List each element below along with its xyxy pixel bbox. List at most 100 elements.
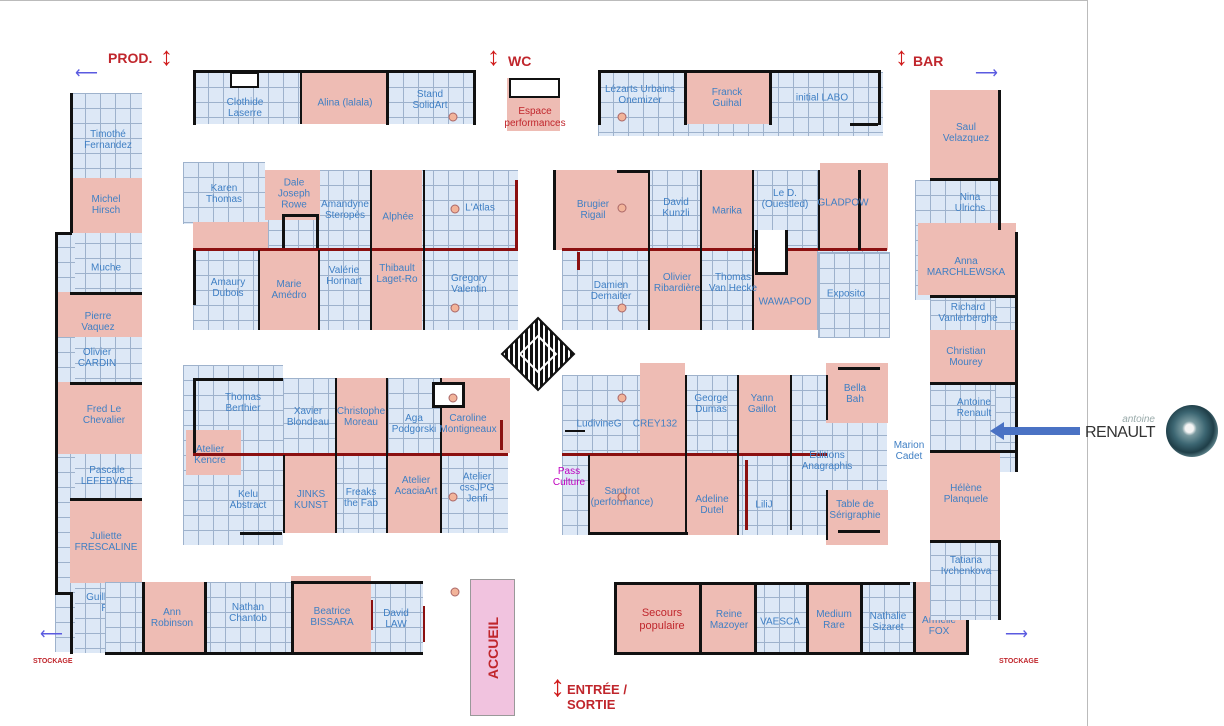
- wall: [562, 248, 887, 251]
- booth-label: Anna MARCHLEWSKA: [926, 256, 1006, 278]
- brand-wordmark: antoine RENAULT: [1082, 415, 1156, 441]
- left-arrow-icon: ⟵: [75, 65, 98, 82]
- booth-label: GLADPOW: [817, 197, 869, 209]
- booth-highlight: [702, 170, 752, 250]
- booth-karen-thomas: [183, 162, 265, 224]
- booth-highlight: [553, 170, 648, 250]
- left-arrow-icon: ⟵: [40, 626, 63, 643]
- booth-label: Thibault Laget-Ro: [376, 263, 418, 285]
- wc-label: WC: [508, 53, 532, 69]
- booth-label: initial LABO: [795, 92, 849, 104]
- booth-label: Sandrot (performance): [590, 486, 654, 508]
- booth-highlight: [826, 363, 888, 423]
- power-outlet-icon: [617, 203, 627, 213]
- booth-label: Dale Joseph Rowe: [277, 177, 311, 211]
- booth-label: Juliette FRESCALINE: [74, 531, 138, 553]
- booth-label: Alina (lalala): [317, 97, 373, 109]
- booth-label: Caroline Montigneaux: [439, 413, 497, 435]
- power-outlet-icon: [448, 393, 458, 403]
- power-outlet-icon: [448, 112, 458, 122]
- pointer-arrow-icon: [990, 422, 1080, 440]
- booth-label: Ann Robinson: [150, 607, 194, 629]
- wall: [562, 453, 827, 456]
- booth-label: LiliJ: [755, 499, 773, 511]
- wall: [818, 170, 820, 250]
- wall: [930, 450, 1018, 453]
- booth-label: Beatrice BISSARA: [310, 606, 354, 628]
- wall: [598, 70, 601, 125]
- booth-label: Hélène Planquele: [943, 483, 989, 505]
- booth-highlight: [56, 382, 142, 454]
- wall: [858, 170, 861, 250]
- wall: [790, 375, 792, 530]
- wall: [291, 582, 294, 654]
- booth-label: Thomas Van Hecke: [708, 272, 758, 294]
- booth-highlight: [930, 330, 1018, 382]
- power-outlet-icon: [617, 492, 627, 502]
- booth-label: Xavier Blondeau: [286, 406, 330, 428]
- booth-highlight: [820, 163, 888, 250]
- wall: [588, 532, 688, 535]
- booth-label: Pass Culture: [552, 466, 586, 488]
- booth-label: Medium Rare: [816, 609, 852, 631]
- booth-label: Pascale LEFEBVRE: [80, 465, 134, 487]
- booth-label: Stand SolidArt: [412, 89, 448, 111]
- booth-highlight: [336, 378, 386, 453]
- wall: [193, 70, 473, 73]
- wall: [598, 70, 880, 73]
- booth-label: Valérie Honnart: [326, 265, 362, 287]
- booth-highlight: [193, 222, 268, 250]
- wall: [386, 378, 388, 533]
- wall: [565, 430, 585, 432]
- up-down-arrow-icon: ↕: [487, 41, 500, 71]
- booth-highlight: [388, 455, 440, 533]
- wall: [386, 70, 389, 125]
- booth-label: Damien Demaiter: [590, 280, 632, 302]
- booth-label: Pierre Vaquez: [81, 311, 115, 333]
- wall: [745, 460, 748, 530]
- entree-sortie-label: ENTRÉE / SORTIE: [567, 682, 627, 712]
- booth-highlight: [291, 576, 371, 654]
- wall: [878, 70, 881, 125]
- wall: [614, 652, 969, 655]
- booth-label: Armelle FOX: [922, 615, 956, 637]
- power-outlet-icon: [448, 492, 458, 502]
- wall: [193, 378, 196, 453]
- wall: [614, 582, 617, 654]
- wall: [423, 606, 425, 642]
- prod-label: PROD.: [108, 50, 153, 66]
- wall: [684, 70, 687, 125]
- wall: [700, 170, 702, 330]
- wall: [752, 170, 754, 330]
- booth-highlight: [930, 450, 1000, 540]
- booth-label: Olivier Ribardière: [653, 272, 701, 294]
- wall: [826, 490, 828, 540]
- up-down-arrow-icon: ↕: [160, 41, 173, 71]
- booth-label: Richard Vanlerberghe: [938, 302, 998, 324]
- booth-label: Nathalie Sizaret: [869, 611, 907, 633]
- booth-label: Marion Cadet: [893, 440, 925, 462]
- wall: [318, 250, 320, 330]
- power-outlet-icon: [617, 303, 627, 313]
- wall: [850, 123, 878, 126]
- booth-highlight: [918, 223, 1016, 295]
- booth-label: David LAW: [383, 608, 409, 630]
- booth-highlight: [808, 582, 860, 654]
- booth-label: Timothé Fernandez: [84, 129, 132, 151]
- performance-label: Espace performances: [504, 106, 566, 129]
- bar-label: BAR: [913, 53, 944, 69]
- accueil-label: ACCUEIL: [484, 616, 501, 679]
- booth-label: Michel Hirsch: [91, 194, 121, 216]
- floor-plan-frame: [0, 0, 1088, 726]
- wall: [913, 582, 916, 654]
- wall: [316, 214, 319, 250]
- wall: [423, 170, 425, 330]
- booth-highlight: [70, 498, 142, 583]
- booth-label: Aga Podgorski: [391, 413, 437, 435]
- wall: [930, 382, 1018, 385]
- wall: [998, 90, 1001, 230]
- power-outlet-icon: [450, 204, 460, 214]
- wall: [193, 70, 196, 125]
- booth-label: Amaury Dubois: [210, 277, 246, 299]
- booth-highlight: [684, 72, 770, 124]
